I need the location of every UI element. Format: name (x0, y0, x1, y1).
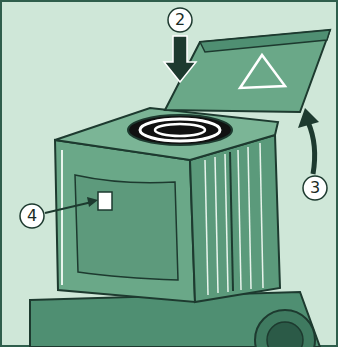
hood-top (55, 108, 278, 160)
hood-ribs (205, 143, 263, 295)
callout-number: 4 (27, 208, 37, 224)
magnifier-ring (140, 119, 220, 141)
callout-circle (20, 204, 44, 228)
lift-arrow (308, 122, 315, 174)
magnifier (128, 115, 232, 145)
lift-arrowhead (298, 108, 319, 128)
highlight (61, 150, 63, 285)
callout-number: 3 (310, 180, 320, 196)
callout-circle (303, 176, 327, 200)
callout-circle (168, 8, 192, 32)
callout-number: 2 (175, 12, 185, 28)
hood-side-face (190, 135, 280, 302)
press-arrow (164, 36, 196, 82)
leader-line (45, 202, 92, 213)
lens-inner (267, 322, 303, 347)
hood-fold (230, 152, 233, 291)
release-button (98, 192, 112, 210)
lid-edge (200, 30, 330, 52)
hood-front-face (55, 140, 195, 302)
lens (255, 310, 315, 347)
hood-lid (165, 30, 330, 112)
leader-arrowhead (87, 197, 98, 207)
magnifier-ring (155, 124, 205, 136)
hood-panel (75, 175, 178, 280)
lid-triangle (240, 55, 285, 88)
